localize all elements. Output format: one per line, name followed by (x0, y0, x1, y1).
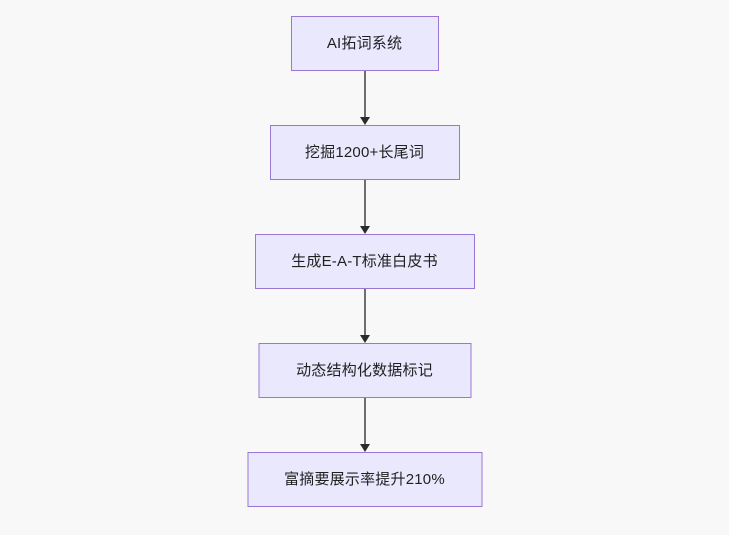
flowchart-node-rich-snippet-impression-uplift[interactable]: 富摘要展示率提升210% (247, 452, 482, 507)
flowchart-connector-arrow (359, 180, 371, 234)
arrow-down-icon (359, 226, 370, 234)
connector-line (363, 180, 366, 226)
arrow-down-icon (359, 335, 370, 343)
flowchart-connector-arrow (359, 398, 371, 452)
flowchart-node-label: 挖掘1200+长尾词 (304, 144, 425, 161)
connector-line (363, 398, 366, 444)
flowchart-node-mine-longtail-keywords[interactable]: 挖掘1200+长尾词 (269, 125, 460, 180)
flowchart-node-ai-keyword-system[interactable]: AI拓词系统 (290, 16, 439, 71)
flowchart-node-dynamic-structured-data-markup[interactable]: 动态结构化数据标记 (258, 343, 471, 398)
arrow-down-icon (359, 444, 370, 452)
connector-line (363, 71, 366, 117)
flowchart-node-label: 富摘要展示率提升210% (284, 471, 445, 488)
arrow-down-icon (359, 117, 370, 125)
connector-line (363, 289, 366, 335)
flowchart-node-label: AI拓词系统 (326, 35, 403, 52)
flowchart-connector-arrow (359, 71, 371, 125)
flowchart-node-generate-eat-whitepaper[interactable]: 生成E-A-T标准白皮书 (254, 234, 475, 289)
flowchart-node-label: 生成E-A-T标准白皮书 (291, 253, 438, 270)
flowchart-connector-arrow (359, 289, 371, 343)
flowchart-node-label: 动态结构化数据标记 (296, 362, 433, 379)
